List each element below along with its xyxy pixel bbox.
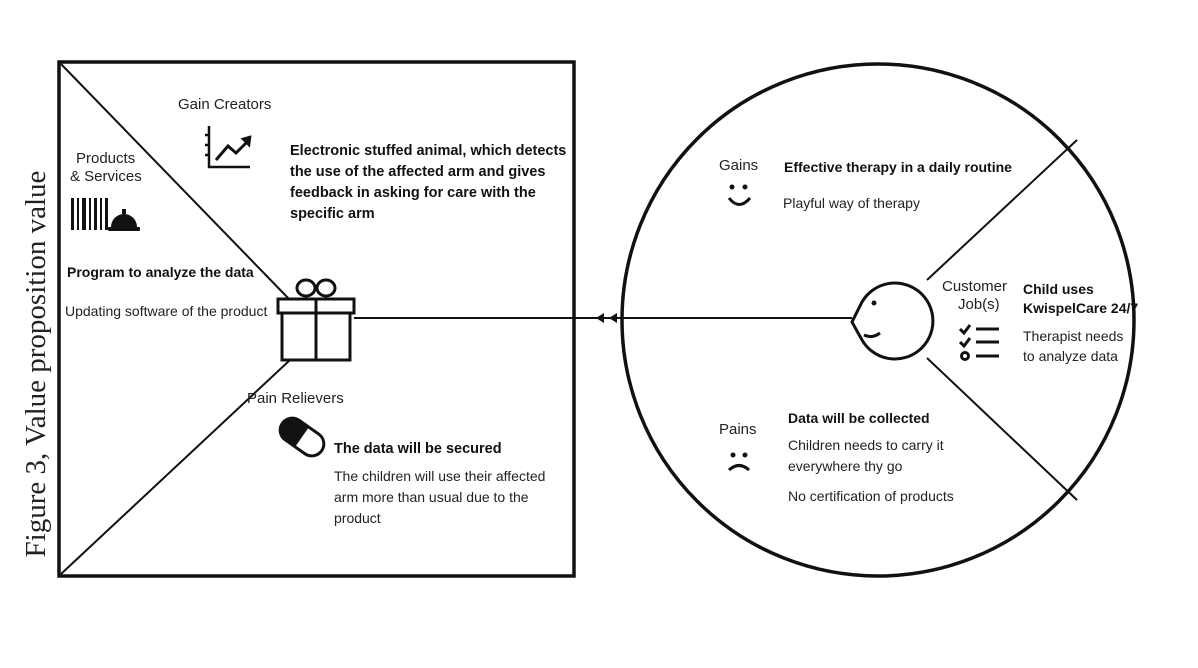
customer-jobs-text-line1: Therapist needs (1023, 328, 1124, 344)
pain-relievers-text: The children will use their affected arm… (334, 468, 546, 526)
gain-creators-text: Electronic stuffed animal, which detects… (290, 143, 567, 222)
gains-text: Playful way of therapy (783, 195, 920, 211)
products-services-heading: Program to analyze the data (67, 264, 254, 280)
customer-jobs-title-line2: Job(s) (958, 296, 1000, 313)
pains-text-line1: Children needs to carry it (788, 437, 944, 453)
pains-text-extra: No certification of products (788, 488, 954, 504)
customer-jobs-heading-line1: Child uses (1023, 281, 1094, 297)
gains-title: Gains (719, 157, 759, 174)
checklist-icon (958, 324, 999, 361)
pain-relievers-heading: The data will be secured (334, 441, 502, 457)
gift-icon (276, 278, 356, 362)
customer-face-icon (850, 281, 935, 361)
customer-profile-circle (620, 62, 1136, 578)
arrow-head-right (609, 313, 617, 323)
smile-icon (727, 184, 752, 206)
value-map-divider-lower (60, 359, 291, 575)
products-services-title-line1: Products (76, 150, 136, 167)
arrow-head-left (596, 313, 604, 323)
customer-jobs-text-line2: to analyze data (1023, 348, 1118, 364)
frown-icon (727, 452, 751, 472)
gain-creators-title: Gain Creators (178, 96, 272, 113)
customer-divider-upper (926, 139, 1078, 281)
products-services-title-line2: & Services (70, 168, 142, 185)
customer-jobs-title-line1: Customer (942, 278, 1008, 295)
customer-jobs-heading-line2: KwispelCare 24/7 (1023, 300, 1139, 316)
customer-divider-lower (926, 357, 1078, 501)
products-services-text: Updating software of the product (65, 303, 268, 319)
pains-title: Pains (719, 421, 757, 438)
figure-caption: Figure 3, Value proposition value (20, 170, 52, 558)
gains-heading: Effective therapy in a daily routine (784, 159, 1012, 175)
pains-heading: Data will be collected (788, 410, 930, 426)
barcode-bell-icon (71, 198, 140, 231)
pains-text-line2: everywhere thy go (788, 458, 903, 474)
pain-relievers-title: Pain Relievers (247, 390, 344, 407)
chart-trend-icon (205, 126, 252, 169)
pill-icon (278, 416, 326, 458)
value-map-divider-upper (60, 63, 291, 301)
